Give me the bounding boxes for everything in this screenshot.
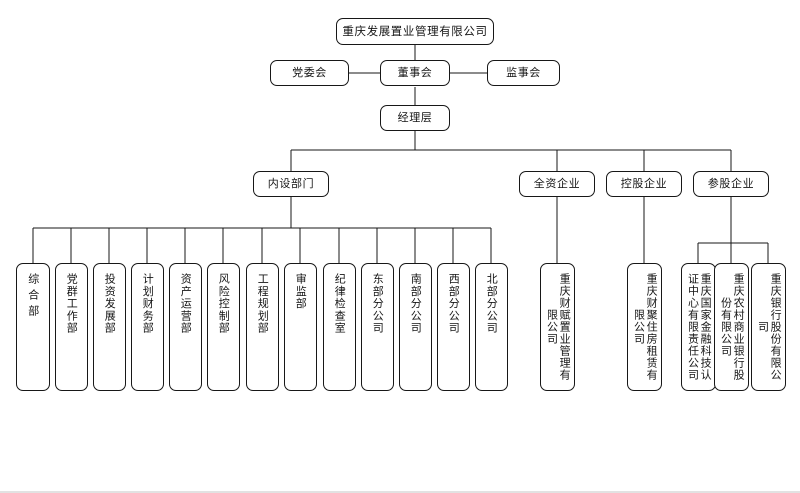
node-label: 综合部 xyxy=(26,273,40,321)
node-department-engineering-planning[interactable]: 工程规划部 xyxy=(246,263,279,391)
node-wholly-owned-enterprises[interactable]: 全资企业 xyxy=(519,171,595,197)
node-label: 计划财务部 xyxy=(141,273,155,334)
node-department-general-office[interactable]: 综合部 xyxy=(16,263,50,391)
node-branch-west[interactable]: 西部分公司 xyxy=(437,263,470,391)
node-department-party-mass-work[interactable]: 党群工作部 xyxy=(55,263,88,391)
node-label: 控股企业 xyxy=(620,177,668,191)
node-department-risk-control[interactable]: 风险控制部 xyxy=(207,263,240,391)
node-label: 工程规划部 xyxy=(256,273,270,334)
node-label: 审监部 xyxy=(294,273,308,310)
node-department-planning-finance[interactable]: 计划财务部 xyxy=(131,263,164,391)
node-label: 投资发展部 xyxy=(103,273,117,334)
node-board-of-directors[interactable]: 董事会 xyxy=(380,60,450,86)
node-wholly-owned-caifu-property[interactable]: 重庆财赋置业管理有限公司 xyxy=(540,263,575,391)
node-label: 重庆财赋置业管理有限公司 xyxy=(545,273,572,381)
node-label: 党委会 xyxy=(292,66,327,80)
bottom-divider xyxy=(0,491,800,493)
node-department-discipline-inspection[interactable]: 纪律检查室 xyxy=(323,263,356,391)
node-board-of-supervisors[interactable]: 监事会 xyxy=(487,60,560,86)
node-label: 资产运营部 xyxy=(179,273,193,334)
node-label: 参股企业 xyxy=(707,177,755,191)
node-label: 重庆发展置业管理有限公司 xyxy=(342,24,488,39)
node-party-committee[interactable]: 党委会 xyxy=(270,60,349,86)
node-label: 北部分公司 xyxy=(485,273,499,334)
node-department-audit-supervision[interactable]: 审监部 xyxy=(284,263,317,391)
node-management-layer[interactable]: 经理层 xyxy=(380,105,450,131)
node-department-investment-development[interactable]: 投资发展部 xyxy=(93,263,126,391)
node-holding-enterprises[interactable]: 控股企业 xyxy=(606,171,682,197)
node-root-company[interactable]: 重庆发展置业管理有限公司 xyxy=(336,18,494,45)
node-equity-fintech-certification-center[interactable]: 重庆国家金融科技认证中心有限责任公司 xyxy=(681,263,716,391)
node-internal-departments[interactable]: 内设部门 xyxy=(253,171,329,197)
node-label: 党群工作部 xyxy=(65,273,79,334)
node-label: 西部分公司 xyxy=(447,273,461,334)
node-label: 董事会 xyxy=(397,66,433,80)
node-holding-caiju-housing-rental[interactable]: 重庆财聚住房租赁有限公司 xyxy=(627,263,662,391)
node-label: 纪律检查室 xyxy=(333,273,347,334)
node-label: 南部分公司 xyxy=(409,273,423,334)
node-label: 内设部门 xyxy=(267,177,315,191)
node-label: 重庆国家金融科技认证中心有限责任公司 xyxy=(686,273,713,381)
node-equity-rural-commercial-bank[interactable]: 重庆农村商业银行股份有限公司 xyxy=(714,263,749,391)
node-branch-north[interactable]: 北部分公司 xyxy=(475,263,508,391)
node-department-asset-operation[interactable]: 资产运营部 xyxy=(169,263,202,391)
node-label: 重庆农村商业银行股份有限公司 xyxy=(719,273,746,381)
node-equity-bank-of-chongqing[interactable]: 重庆银行股份有限公司 xyxy=(751,263,786,391)
node-equity-enterprises[interactable]: 参股企业 xyxy=(693,171,769,197)
node-branch-east[interactable]: 东部分公司 xyxy=(361,263,394,391)
node-label: 重庆银行股份有限公司 xyxy=(756,273,783,381)
node-label: 重庆财聚住房租赁有限公司 xyxy=(632,273,659,381)
node-label: 全资企业 xyxy=(533,177,581,191)
node-label: 东部分公司 xyxy=(371,273,385,334)
node-label: 监事会 xyxy=(506,66,541,80)
node-branch-south[interactable]: 南部分公司 xyxy=(399,263,432,391)
node-label: 风险控制部 xyxy=(217,273,231,334)
node-label: 经理层 xyxy=(397,111,433,125)
